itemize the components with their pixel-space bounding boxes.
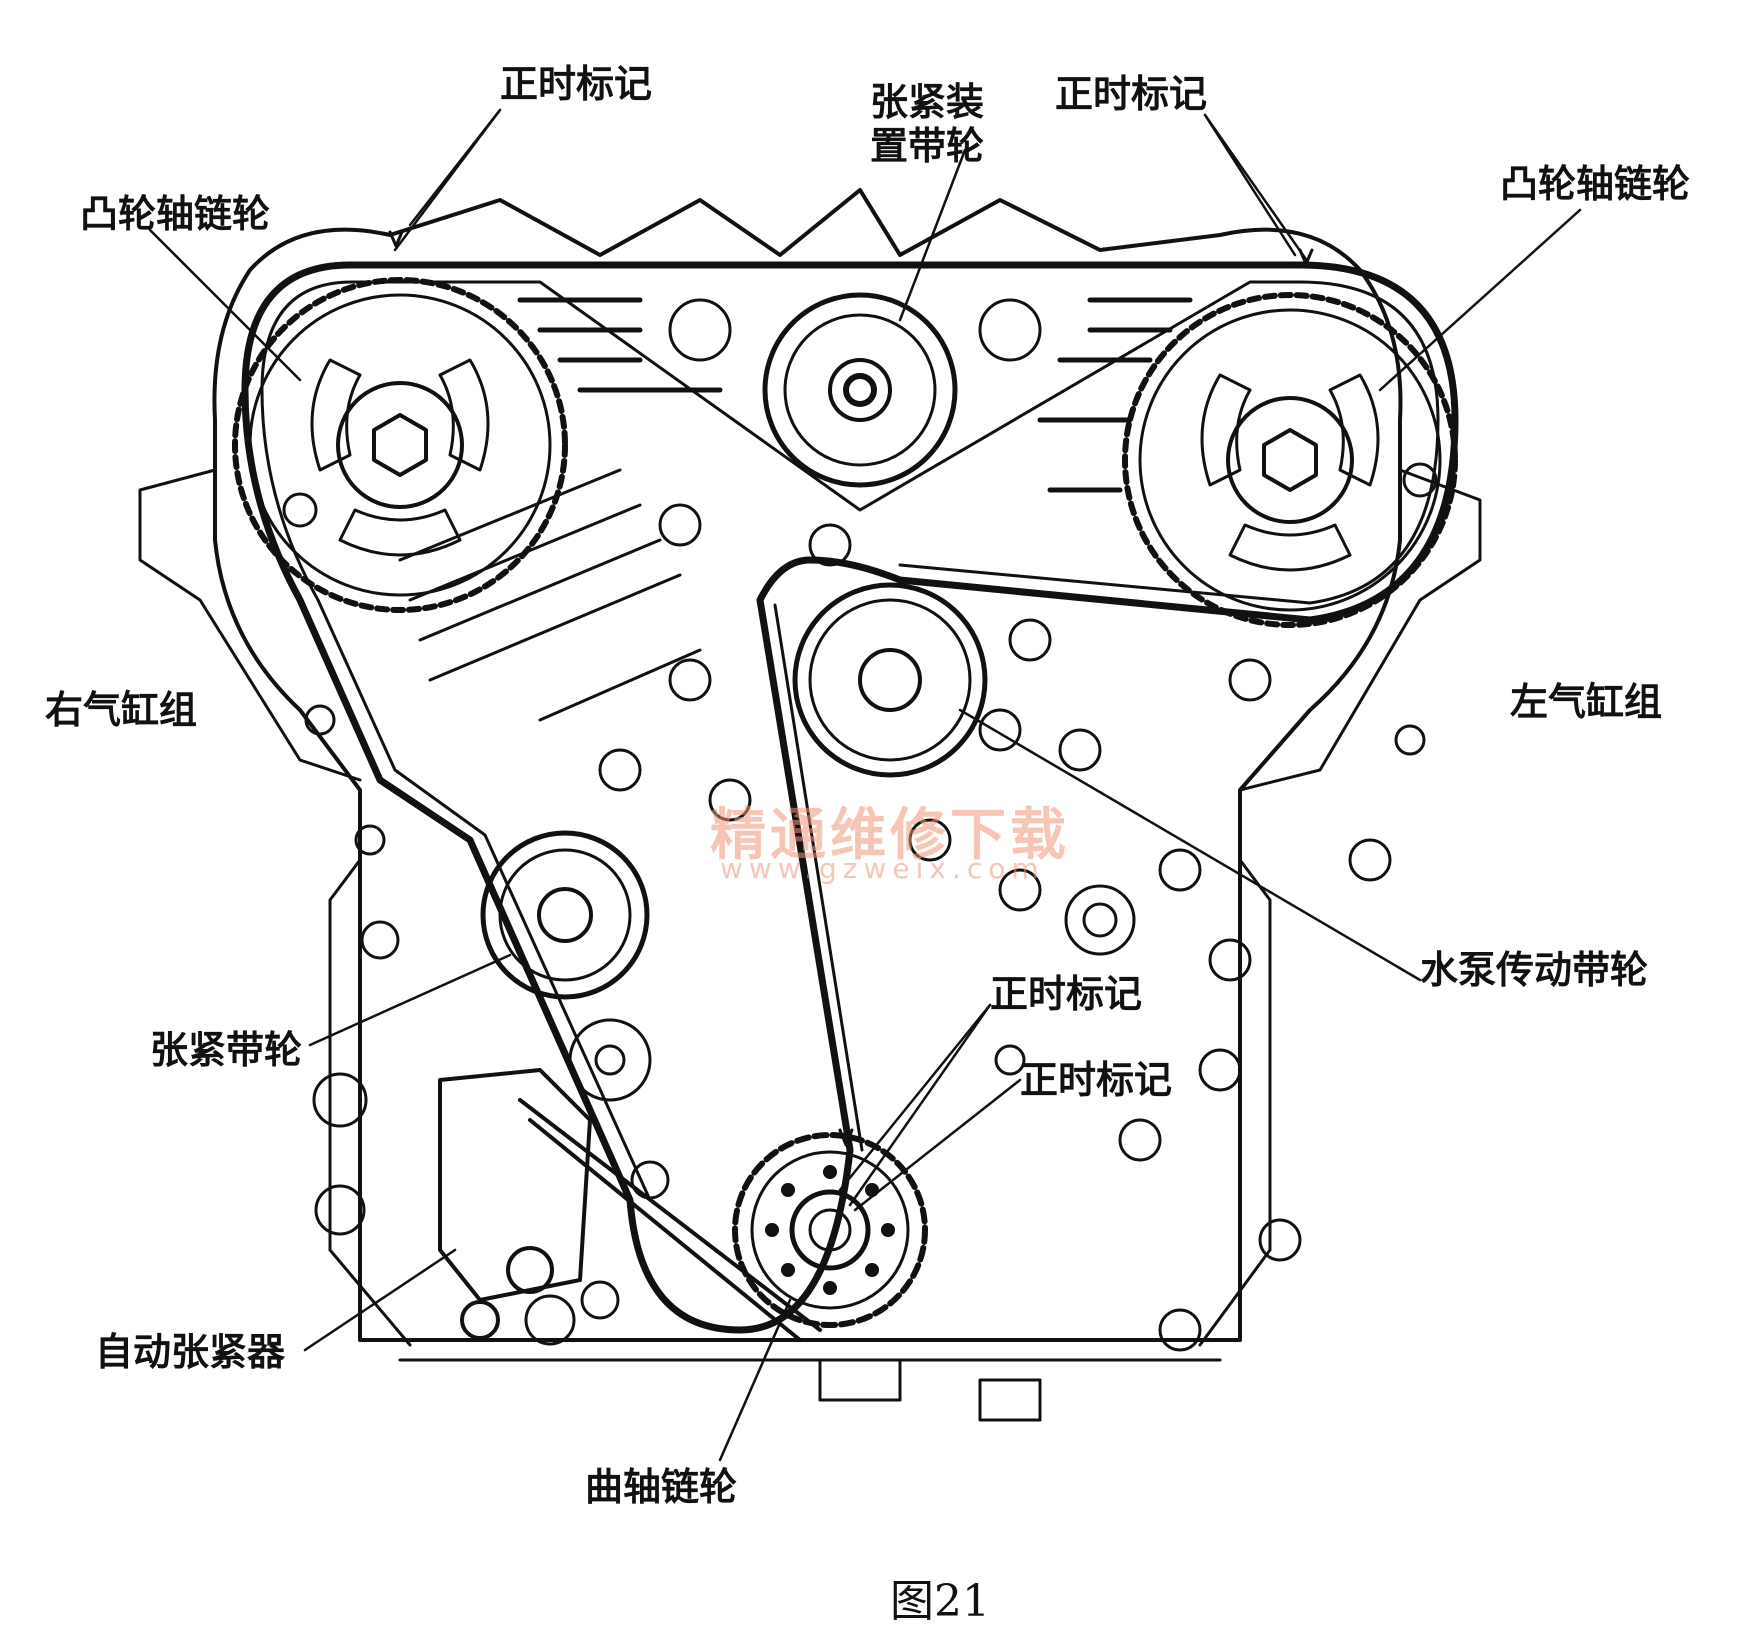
auto-tensioner-shape bbox=[438, 1068, 822, 1342]
label-crankshaft-sprocket: 曲轴链轮 bbox=[585, 1465, 738, 1509]
timing-cover-outline bbox=[212, 188, 1403, 1342]
leader-lines bbox=[148, 108, 1582, 1462]
crankshaft-sprocket-shape bbox=[732, 1132, 928, 1328]
block-right-flange bbox=[1238, 468, 1482, 792]
camshaft-sprocket-right-shape bbox=[1122, 292, 1458, 628]
watermark-text: 精通维修下载 bbox=[710, 802, 1070, 868]
drain-plug bbox=[978, 1378, 1042, 1422]
label-right-cylinder-bank: 右气缸组 bbox=[45, 688, 198, 732]
label-camshaft-sprocket-right: 凸轮轴链轮 bbox=[1500, 162, 1691, 206]
label-camshaft-sprocket-left: 凸轮轴链轮 bbox=[80, 192, 271, 236]
timing-belt bbox=[241, 261, 1459, 1334]
tension-pulley-shape bbox=[480, 830, 652, 1102]
label-timing-mark-mid-upper: 正时标记 bbox=[990, 972, 1143, 1016]
tensioner-device-pulley-shape bbox=[668, 292, 1042, 488]
timing-belt-inner bbox=[260, 280, 1440, 1202]
label-timing-mark-mid-lower: 正时标记 bbox=[1020, 1058, 1173, 1102]
label-auto-tensioner: 自动张紧器 bbox=[95, 1330, 286, 1374]
label-timing-mark-top-left: 正时标记 bbox=[500, 62, 653, 106]
oil-pan-edge bbox=[398, 1358, 1222, 1402]
cover-ribs bbox=[517, 297, 1193, 493]
label-tensioner-device-pulley: 张紧装 置带轮 bbox=[870, 80, 985, 168]
camshaft-sprocket-left-shape bbox=[232, 277, 568, 613]
bolts bbox=[304, 503, 1426, 1352]
water-pump-pulley-shape bbox=[792, 582, 988, 778]
watermark-url: www.gzweix.com bbox=[720, 852, 1045, 885]
block-left-flange bbox=[138, 468, 362, 782]
block-lower-outline bbox=[328, 858, 1272, 1347]
label-left-cylinder-bank: 左气缸组 bbox=[1510, 680, 1663, 724]
label-water-pump-pulley: 水泵传动带轮 bbox=[1420, 948, 1649, 992]
figure-caption: 图21 bbox=[890, 1576, 990, 1627]
label-timing-mark-top-right: 正时标记 bbox=[1055, 72, 1208, 116]
timing-mark-pointers bbox=[388, 230, 1314, 1147]
label-tension-pulley: 张紧带轮 bbox=[150, 1028, 303, 1072]
